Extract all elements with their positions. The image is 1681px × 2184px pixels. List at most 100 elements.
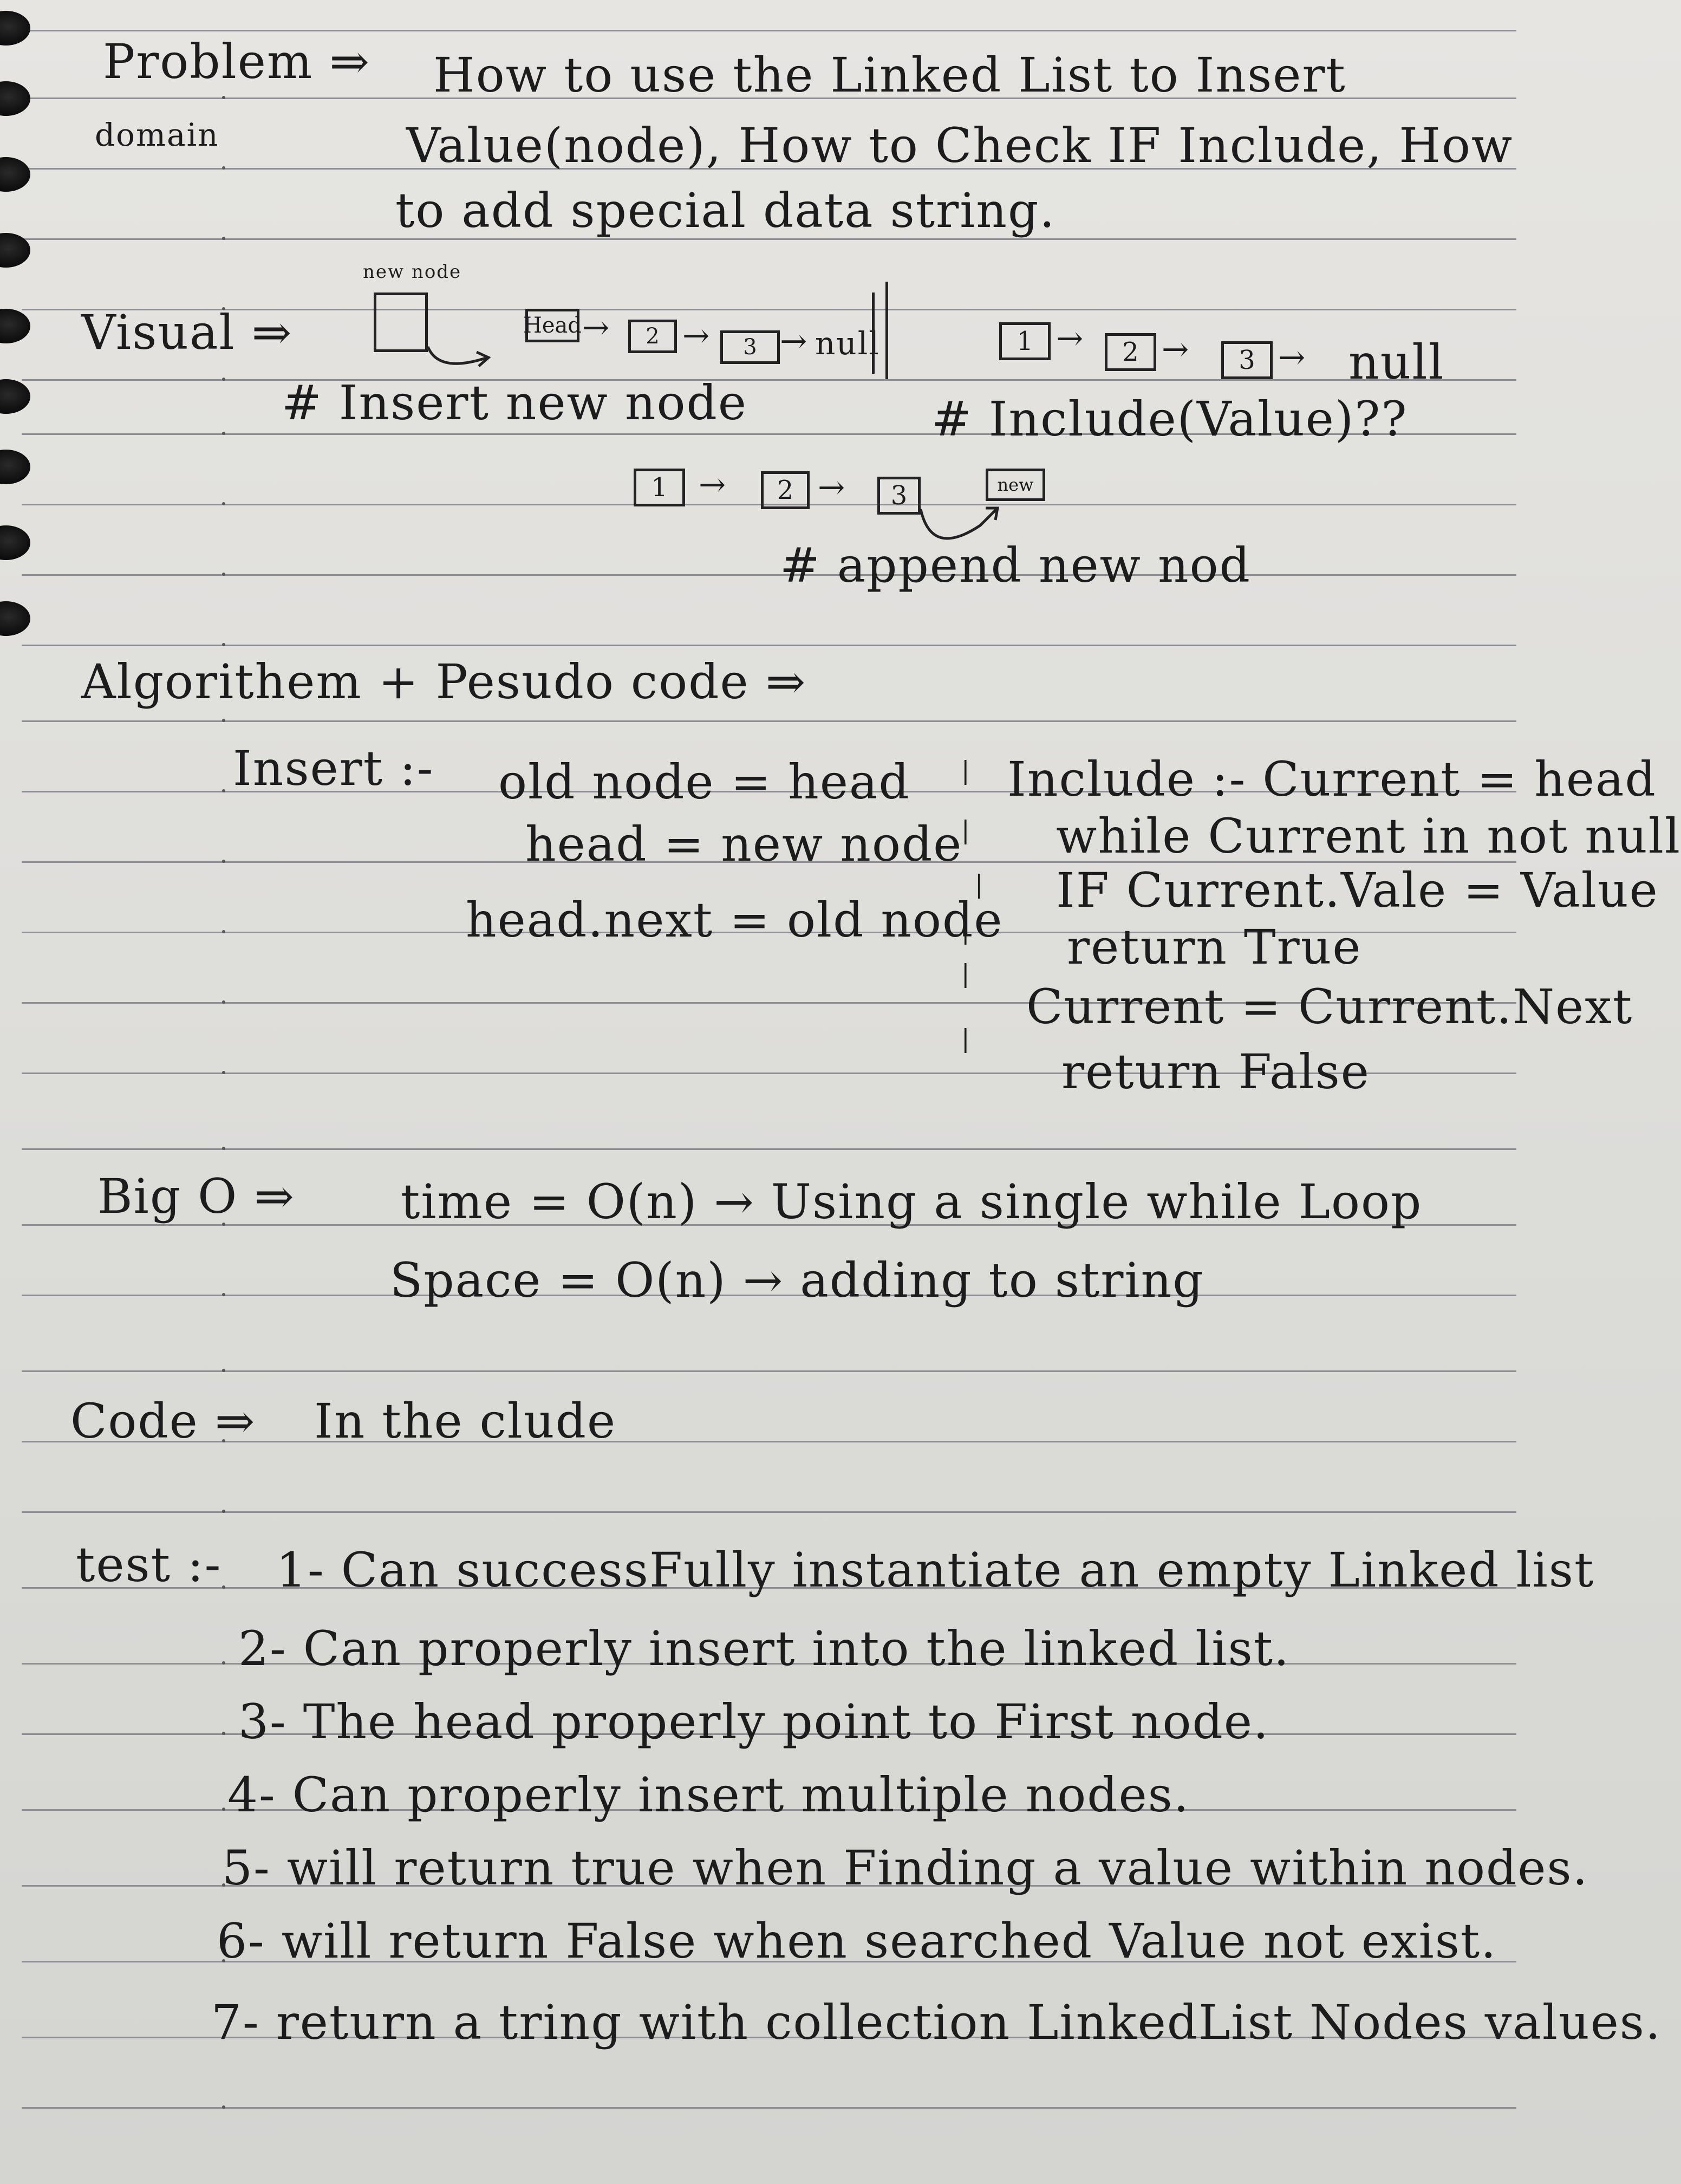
column-divider-mark: | [961,915,970,945]
append-list-node: 3 [877,477,921,515]
ruled-line [22,2035,1516,2038]
newnode-box [374,292,428,352]
ruled-line [22,96,1516,99]
ruled-line [22,1147,1516,1150]
arrow-icon: → [699,466,726,504]
binding-hole [0,601,30,636]
ruled-line [22,789,1516,792]
ruled-line [22,307,1516,310]
divider-line [872,292,875,374]
bigo-label: Big O ⇒ [97,1168,295,1224]
append-list-node: 2 [761,471,810,509]
ruled-line [22,1369,1516,1372]
ruled-line [22,1585,1516,1589]
problem-line-3: to add special data string. [395,183,1056,238]
problem-label: Problem ⇒ [103,34,370,89]
arrow-icon: → [682,317,710,355]
binding-hole [0,450,30,484]
ruled-line [22,719,1516,722]
ruled-line [22,502,1516,505]
include-list-node: 2 [1105,333,1156,371]
append-new-node: new [986,469,1045,501]
ruled-line [22,1071,1516,1074]
insert-label: Insert :- [233,740,434,796]
arrow-icon: → [1162,330,1189,368]
include-list-node: 1 [999,322,1051,360]
binding-hole [0,379,30,414]
ruled-line [22,573,1516,576]
ruled-line [22,30,1516,31]
test-item: 2- Can properly insert into the linked l… [238,1621,1290,1676]
insert-list-node: 3 [720,330,780,364]
include-label: Include :- Current = head [1007,751,1657,807]
divider-line [885,282,888,379]
test-label: test :- [76,1537,222,1592]
insert-line: head.next = old node [466,892,1004,948]
include-list-null: null [1348,334,1445,390]
ruled-line [22,1808,1516,1811]
column-divider-mark: | [961,959,970,988]
include-caption: # Include(Value)?? [931,391,1408,447]
arrow-icon: → [1056,320,1084,358]
problem-line-2: Value(node), How to Check IF Include, Ho… [406,118,1514,173]
include-line: return True [1067,919,1362,975]
algorithm-label: Algorithem + Pesudo code ⇒ [81,654,807,710]
problem-sublabel: domain [95,116,219,153]
visual-label: Visual ⇒ [81,304,293,360]
problem-line-1: How to use the Linked List to Insert [433,47,1346,103]
ruled-line [22,2105,1516,2109]
insert-list-node: Head [523,309,582,342]
ruled-line [22,432,1516,435]
arrow-icon: → [582,309,610,347]
test-item: 3- The head properly point to First node… [238,1694,1269,1750]
insert-list-node: 2 [628,320,677,353]
ruled-line [22,1883,1516,1887]
include-line: IF Current.Vale = Value [1056,862,1659,918]
append-arrow-icon [919,506,999,540]
include-line: return False [1061,1044,1370,1100]
column-divider-mark: | [961,756,970,785]
include-list-node: 3 [1221,341,1273,379]
append-list-node: 1 [634,469,685,506]
append-caption: # append new nod [780,537,1251,593]
code-text: In the clude [314,1393,617,1449]
ruled-line [22,166,1516,170]
test-item: 1- Can successFully instantiate an empty… [276,1542,1595,1598]
bigo-time: time = O(n) → Using a single while Loop [401,1174,1423,1230]
column-divider-mark: | [975,869,983,899]
ruled-line [22,1661,1516,1665]
newnode-label: new node [363,261,462,283]
column-divider-mark: | [961,1024,970,1053]
insert-line: old node = head [498,754,910,810]
insert-arrow-icon [426,346,491,367]
notebook-page: Problem ⇒ domain How to use the Linked L… [0,11,1680,2109]
binding-hole [0,157,30,192]
ruled-line [22,860,1516,863]
ruled-line [22,1732,1516,1735]
test-item: 4- Can properly insert multiple nodes. [227,1767,1190,1823]
ruled-line [22,1293,1516,1296]
binding-hole [0,309,30,343]
binding-hole [0,525,30,560]
ruled-line [22,1223,1516,1226]
insert-caption: # Insert new node [282,375,747,431]
include-line: Current = Current.Next [1026,979,1633,1035]
binding-hole [0,81,30,116]
arrow-icon: → [818,469,845,506]
arrow-icon: → [1278,339,1306,376]
test-item: 7- return a tring with collection Linked… [211,1994,1662,2050]
column-divider-mark: | [961,815,970,844]
ruled-line [22,1000,1516,1004]
insert-list-null: null [815,325,880,362]
bigo-space: Space = O(n) → adding to string [390,1252,1204,1308]
ruled-line [22,237,1516,240]
insert-line: head = new node [525,816,963,872]
binding-hole [0,11,30,46]
test-item: 5- will return true when Finding a value… [222,1840,1589,1896]
test-item: 6- will return False when searched Value… [217,1913,1497,1969]
arrow-icon: → [780,322,807,360]
ruled-line [22,1439,1516,1442]
ruled-line [22,930,1516,933]
ruled-line [22,1959,1516,1962]
ruled-line [22,378,1516,381]
